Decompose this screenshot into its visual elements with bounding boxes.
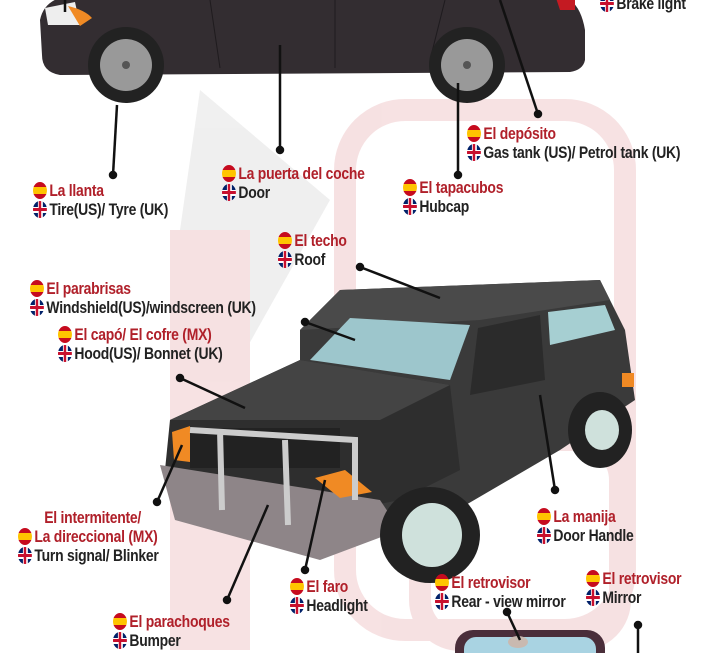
uk-flag-icon [278,251,292,268]
spain-flag-icon [30,280,44,297]
spain-flag-icon [586,570,600,587]
label-hubcap: El tapacubos Hubcap [403,178,503,216]
uk-flag-icon [403,198,417,215]
label-mirror: El retrovisor Mirror [586,569,682,607]
label-brake-light: Brake light [600,0,686,13]
spain-flag-icon [33,182,47,199]
label-headlight: El faro Headlight [290,577,368,615]
label-tire: La llanta Tire(US)/ Tyre (UK) [33,181,168,219]
spain-flag-icon [113,613,127,630]
spain-flag-icon [403,179,417,196]
suv-car [160,280,635,583]
spain-flag-icon [278,232,292,249]
uk-flag-icon [33,201,47,218]
spain-flag-icon [290,578,304,595]
uk-flag-icon [435,593,449,610]
uk-flag-icon [58,345,72,362]
label-turn-signal: El intermitente/ La direccional (MX) Tur… [18,508,159,565]
uk-flag-icon [600,0,614,12]
spain-flag-icon [537,508,551,525]
uk-flag-icon [537,527,551,544]
spain-flag-icon [58,326,72,343]
uk-flag-icon [586,589,600,606]
rearview-mirror-illustration [455,630,605,653]
label-door: La puerta del coche Door [222,164,365,202]
label-roof: El techo Roof [278,231,347,269]
uk-flag-icon [18,547,32,564]
label-door-handle: La manija Door Handle [537,507,634,545]
spain-flag-icon [435,574,449,591]
spain-flag-icon [222,165,236,182]
uk-flag-icon [113,632,127,649]
label-rearview-mirror: El retrovisor Rear - view mirror [435,573,566,611]
uk-flag-icon [222,184,236,201]
sedan-car [40,0,585,103]
label-windshield: El parabrisas Windshield(US)/windscreen … [30,279,256,317]
uk-flag-icon [290,597,304,614]
uk-flag-icon [467,144,481,161]
label-bumper: El parachoques Bumper [113,612,230,650]
spain-flag-icon [467,125,481,142]
uk-flag-icon [30,299,44,316]
spain-flag-icon [18,528,32,545]
label-hood: El capó/ El cofre (MX) Hood(US)/ Bonnet … [58,325,223,363]
pointer-lines [63,0,643,653]
label-gas-tank: El depósito Gas tank (US)/ Petrol tank (… [467,124,681,162]
